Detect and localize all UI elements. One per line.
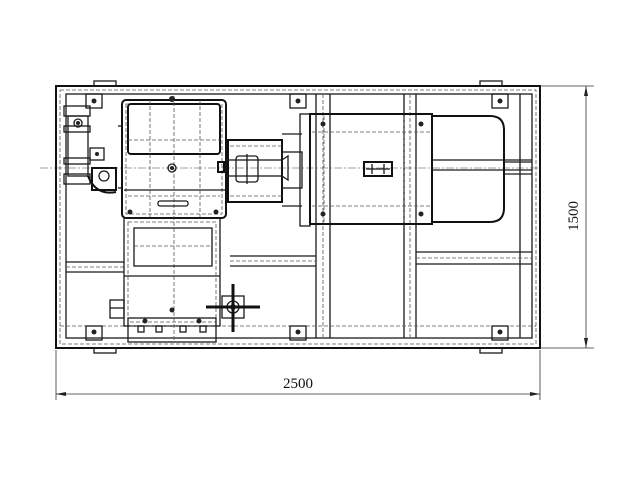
width-dimension-label: 2500 — [283, 376, 313, 392]
coupling — [225, 133, 303, 207]
electric-motor — [299, 113, 532, 227]
dimension-height: 1500 — [540, 85, 594, 349]
handwheel-valve — [206, 284, 260, 332]
small-drive-unit — [63, 105, 117, 194]
height-dimension-label: 1500 — [566, 201, 582, 231]
mounting-feet — [85, 80, 509, 354]
dimension-width: 2500 — [55, 350, 541, 400]
hopper-chute — [109, 217, 221, 343]
